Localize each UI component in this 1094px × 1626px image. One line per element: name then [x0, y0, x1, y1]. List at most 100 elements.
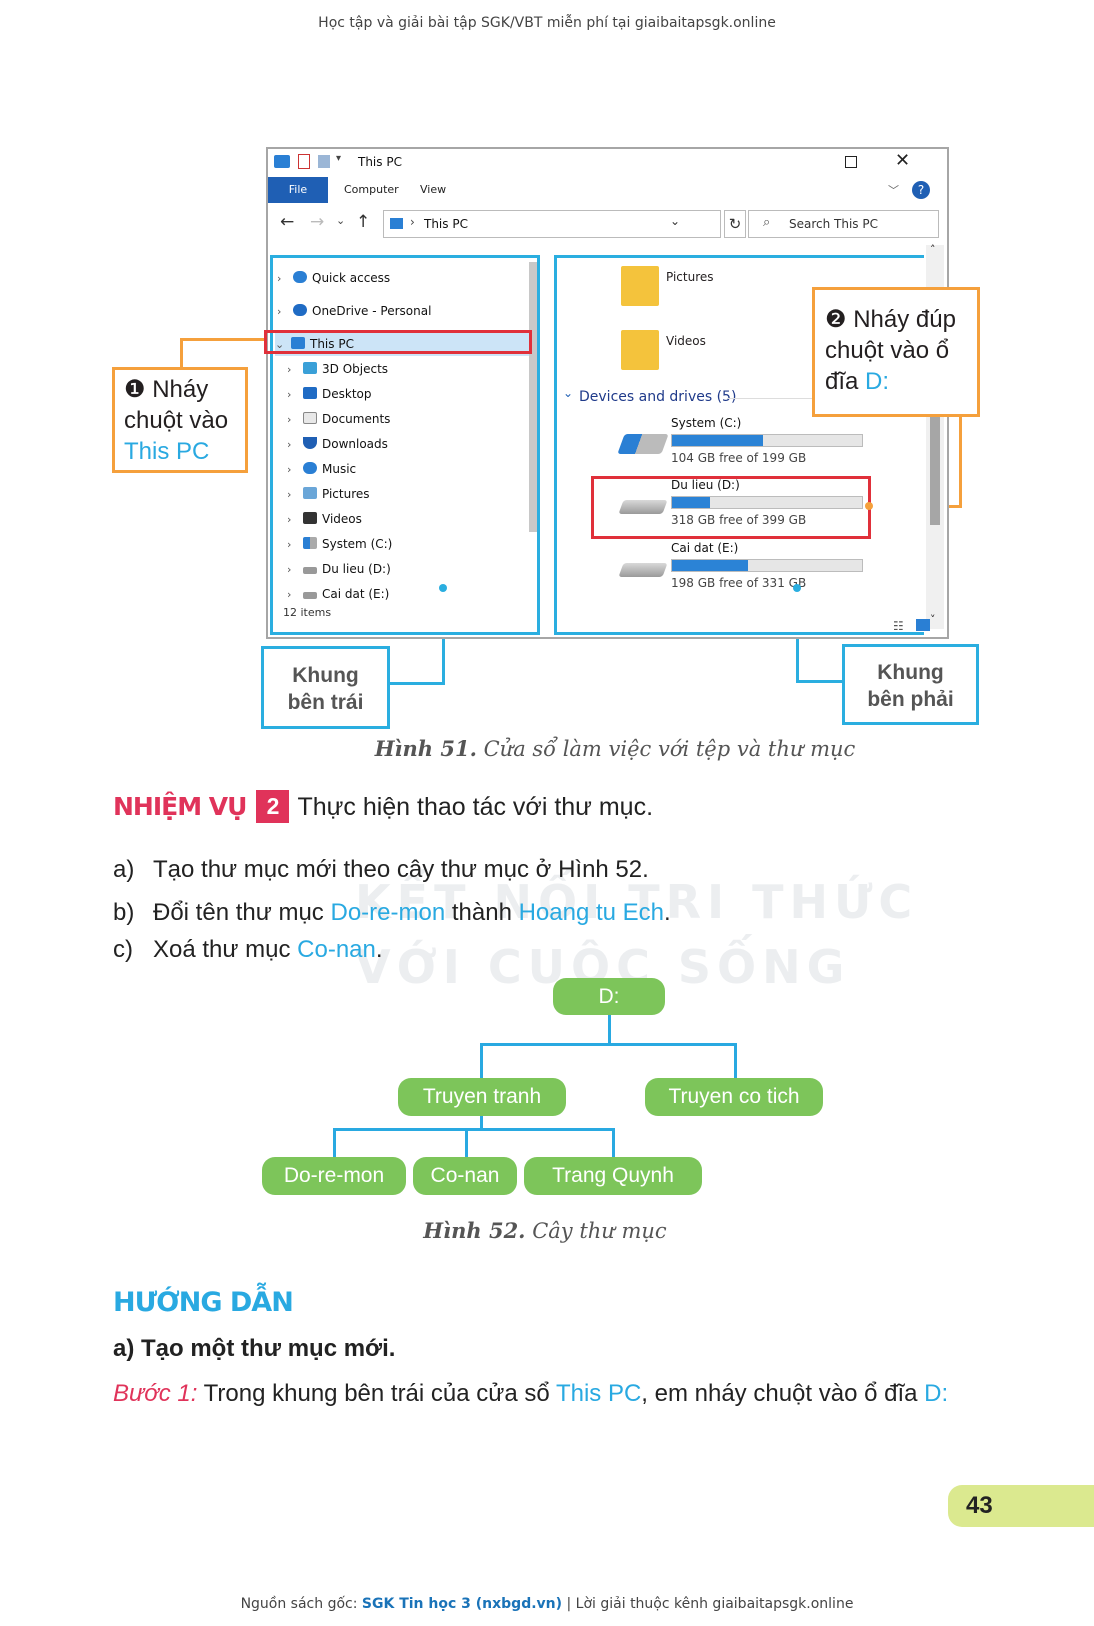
figure-text: Cửa sổ làm việc với tệp và thư mục: [483, 737, 856, 761]
chevron-right-icon[interactable]: ›: [287, 438, 292, 451]
tree-item-documents[interactable]: ›Documents: [287, 407, 390, 431]
step-text: Trong khung bên trái của cửa sổ: [203, 1380, 550, 1407]
drive-c[interactable]: System (C:) 104 GB free of 199 GB: [607, 414, 907, 466]
properties-icon[interactable]: [298, 154, 310, 169]
details-view-icon[interactable]: ☷: [893, 619, 904, 633]
tree-item-music[interactable]: ›Music: [287, 457, 356, 481]
chevron-right-icon[interactable]: ›: [287, 563, 292, 576]
item-label: a): [113, 856, 135, 883]
chevron-right-icon[interactable]: ›: [277, 305, 282, 318]
pc-small-icon: [390, 218, 403, 229]
connector-line: [388, 682, 445, 685]
chevron-right-icon[interactable]: ›: [287, 363, 292, 376]
pc-icon: [291, 337, 305, 349]
this-pc-highlight: [264, 330, 532, 354]
videos-folder-label[interactable]: Videos: [666, 334, 706, 348]
chevron-down-icon[interactable]: ⌄: [275, 338, 285, 351]
figure-51-caption: Hình 51. Cửa sổ làm việc với tệp và thư …: [300, 736, 930, 761]
breadcrumb[interactable]: This PC: [424, 217, 468, 231]
videos-folder-icon[interactable]: [621, 330, 659, 370]
dropdown-arrow-icon[interactable]: ▾: [336, 153, 342, 164]
tree-item-cai-dat-e[interactable]: › Cai dat (E:): [287, 582, 389, 606]
ribbon: File Computer View ﹀ ?: [268, 177, 947, 203]
drive-d[interactable]: Du lieu (D:) 318 GB free of 399 GB: [607, 476, 907, 528]
search-placeholder: Search This PC: [789, 217, 878, 231]
chevron-right-icon[interactable]: ›: [287, 538, 292, 551]
film-icon: [303, 512, 317, 524]
connector-dot: [793, 584, 801, 592]
tree-item-du-lieu-d[interactable]: ›Du lieu (D:): [287, 557, 391, 581]
tree-item-pictures[interactable]: ›Pictures: [287, 482, 370, 506]
back-arrow-icon[interactable]: ←: [280, 212, 295, 232]
drive-icon: [303, 567, 317, 574]
address-dropdown-icon[interactable]: ⌄: [670, 214, 681, 228]
tree-connector: [734, 1043, 737, 1079]
drive-usage-bar: [671, 496, 863, 509]
chevron-right-icon[interactable]: ›: [287, 463, 292, 476]
tab-view[interactable]: View: [420, 183, 447, 196]
frame-label-line: Khung: [877, 661, 944, 684]
tree-item-desktop[interactable]: ›Desktop: [287, 382, 372, 406]
tree-node-root: D:: [553, 978, 665, 1015]
task-item-b: b)Đổi tên thư mục Do-re-mon thành Hoang …: [113, 899, 671, 927]
chevron-right-icon[interactable]: ›: [277, 272, 282, 285]
pictures-folder-label[interactable]: Pictures: [666, 270, 714, 284]
devices-header[interactable]: Devices and drives (5): [579, 389, 737, 405]
footer-text: Nguồn sách gốc:: [240, 1596, 358, 1612]
callout-double-click-d: ❷ Nháy đúp chuột vào ổ đĩa D:: [812, 287, 980, 417]
up-arrow-icon[interactable]: ↑: [356, 212, 371, 232]
left-scrollbar[interactable]: [529, 262, 537, 532]
recent-dropdown-icon[interactable]: ⌄: [336, 214, 346, 227]
drive-icon: [618, 563, 668, 577]
drive-e[interactable]: Cai dat (E:) 198 GB free of 331 GB: [607, 539, 907, 591]
tiles-view-icon[interactable]: [916, 619, 930, 631]
item-text: .: [664, 899, 671, 926]
devices-chevron-icon[interactable]: ⌄: [563, 386, 574, 400]
chevron-right-icon[interactable]: ›: [287, 488, 292, 501]
callout-line: chuột vào: [124, 407, 229, 434]
tab-computer[interactable]: Computer: [344, 183, 399, 196]
computer-icon: [274, 155, 290, 168]
footer-book-link[interactable]: SGK Tin học 3 (nxbgd.vn): [361, 1596, 563, 1612]
step-text: , em nháy chuột vào ổ đĩa: [641, 1380, 918, 1407]
tree-item-3d-objects[interactable]: ›3D Objects: [287, 357, 388, 381]
figure-52-caption: Hình 52. Cây thư mục: [320, 1218, 770, 1243]
scroll-down-icon[interactable]: ˅: [930, 613, 936, 626]
tree-label: System (C:): [322, 537, 393, 551]
tree-item-downloads[interactable]: ›Downloads: [287, 432, 388, 456]
callout-line: đĩa D:: [825, 366, 977, 397]
breadcrumb-sep-icon: ›: [410, 215, 415, 229]
close-icon[interactable]: ✕: [895, 150, 911, 171]
new-folder-icon[interactable]: [318, 155, 330, 168]
scroll-up-icon[interactable]: ˄: [930, 243, 936, 256]
help-icon[interactable]: ?: [912, 181, 930, 199]
chevron-right-icon[interactable]: ›: [287, 588, 292, 601]
address-bar[interactable]: › This PC ⌄: [383, 210, 721, 238]
item-text: thành: [451, 899, 512, 926]
address-row: ← → ⌄ ↑ › This PC ⌄ ↻ ⌕ Search This PC: [268, 205, 947, 243]
tree-item-system-c[interactable]: › System (C:): [287, 532, 392, 556]
tree-item-videos[interactable]: ›Videos: [287, 507, 362, 531]
drive-usage-fill: [672, 497, 710, 508]
scroll-thumb[interactable]: [930, 395, 940, 525]
tab-file[interactable]: File: [268, 177, 328, 203]
search-box[interactable]: ⌕ Search This PC: [748, 210, 939, 238]
divider: [727, 398, 817, 399]
tree-label: Cai dat (E:): [322, 587, 390, 601]
cube-icon: [303, 362, 317, 374]
step-label: Bước 1:: [113, 1380, 198, 1407]
tree-item-onedrive[interactable]: ›OneDrive - Personal: [277, 299, 431, 323]
forward-arrow-icon[interactable]: →: [310, 212, 325, 232]
refresh-button[interactable]: ↻: [724, 210, 746, 238]
chevron-right-icon[interactable]: ›: [287, 388, 292, 401]
pictures-folder-icon[interactable]: [621, 266, 659, 306]
tree-node-co-nan: Co-nan: [413, 1157, 517, 1195]
chevron-right-icon[interactable]: ›: [287, 513, 292, 526]
maximize-icon[interactable]: [845, 156, 857, 168]
chevron-right-icon[interactable]: ›: [287, 413, 292, 426]
task-number: 2: [256, 790, 290, 823]
tree-item-quick-access[interactable]: ›Quick access: [277, 266, 390, 290]
chevron-down-icon[interactable]: ﹀: [888, 184, 899, 197]
star-icon: [293, 271, 307, 283]
